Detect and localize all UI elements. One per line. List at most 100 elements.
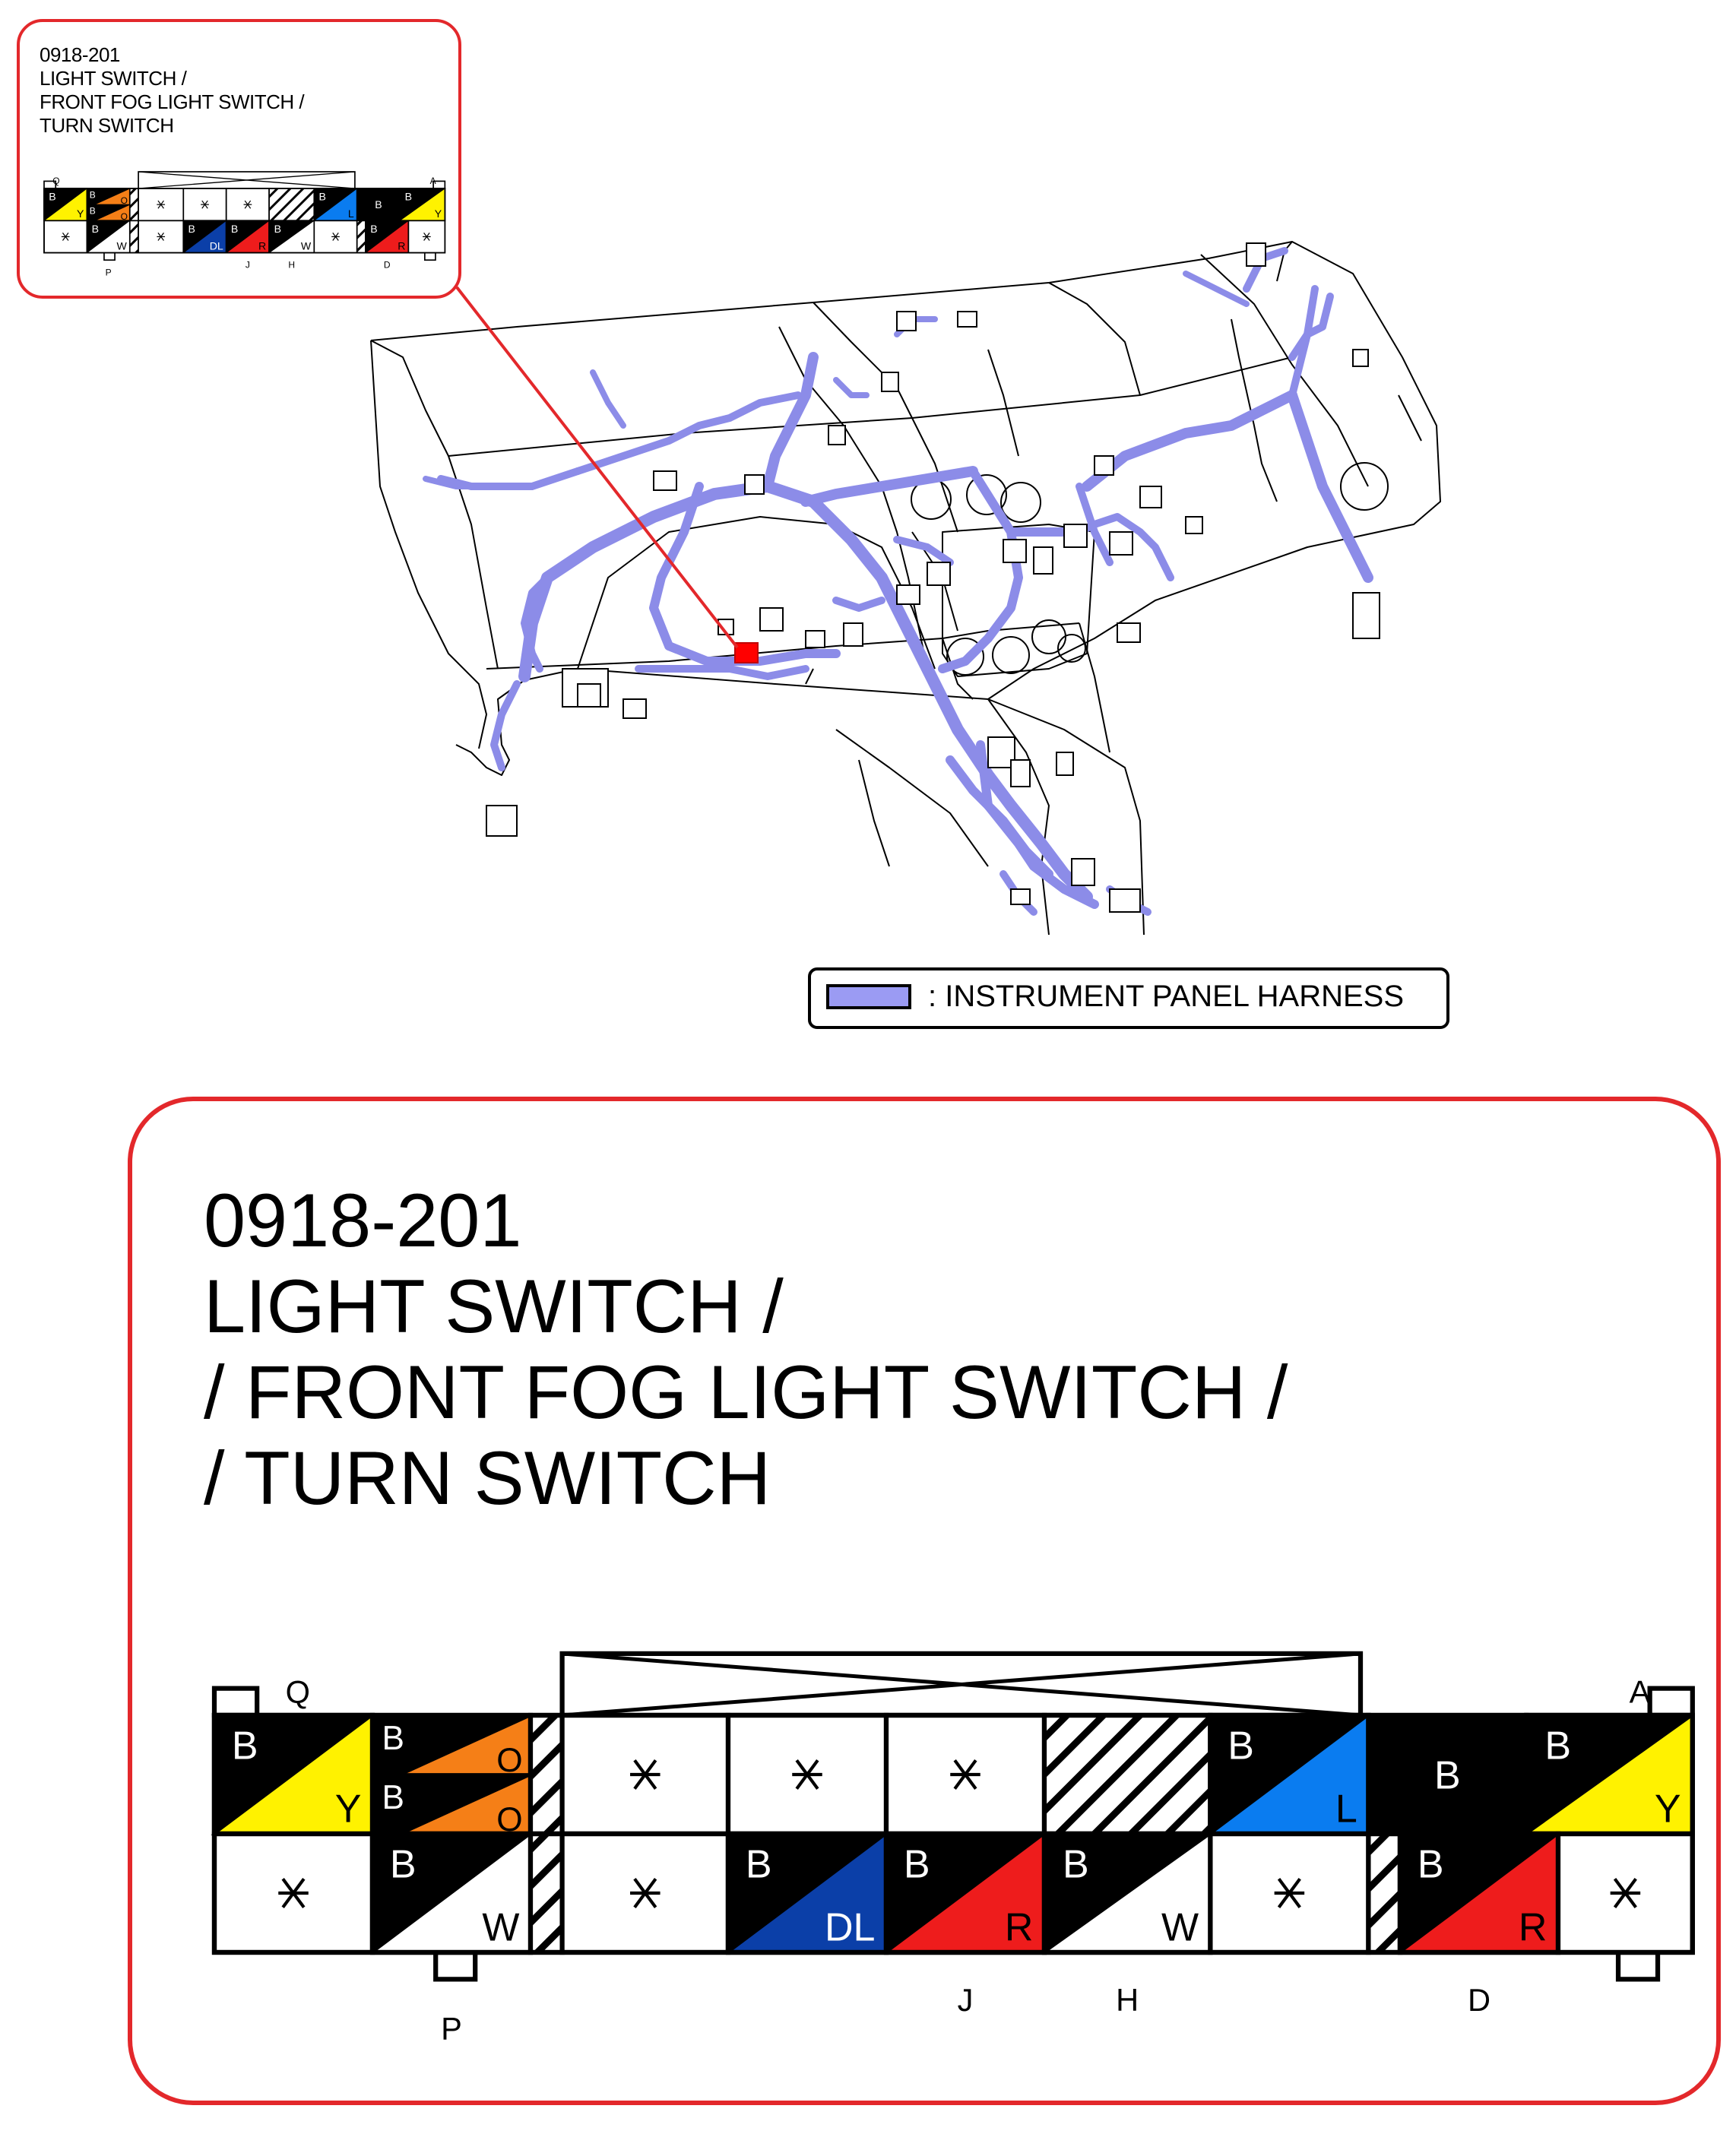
pin-cell-bottom-1	[43, 220, 88, 254]
pin-cell-bottom-6: BR	[225, 220, 270, 254]
pin-cell-bottom-10: BR	[1396, 1831, 1561, 1955]
wire-color-label-lower: O	[496, 1742, 522, 1779]
pin-cell-top-9: B	[356, 188, 401, 222]
latch-tab	[433, 1949, 478, 1982]
empty-pin-mark	[630, 1877, 661, 1909]
hatched-cavity	[128, 188, 139, 222]
wire-color-label-lower: R	[398, 239, 405, 252]
harness-legend: : INSTRUMENT PANEL HARNESS	[808, 967, 1449, 1029]
pin-cell-top-6	[883, 1712, 1047, 1837]
pin-cell-top-3	[527, 1712, 565, 1837]
position-label-p: P	[441, 2010, 462, 2046]
wire-color-label-lower: R	[1005, 1905, 1034, 1949]
wire-color-label: B	[1434, 1754, 1461, 1798]
pin-cell-bottom-2: BW	[369, 1831, 534, 1955]
pin-cell-top-4	[138, 188, 185, 222]
latch-tab	[1647, 1686, 1695, 1718]
latch-tab	[211, 1686, 260, 1718]
hatched-cavity	[128, 220, 139, 254]
callout-leader-line	[455, 286, 739, 649]
hatched-cavity	[1366, 1831, 1403, 1955]
wire-color-label-upper: B	[232, 1724, 258, 1768]
pin-cell-bottom-3	[527, 1831, 565, 1955]
wire-color-label-upper: B	[90, 189, 96, 200]
position-label-q: Q	[286, 1673, 310, 1709]
instrument-panel-harness	[423, 247, 1373, 916]
position-label-h: H	[288, 260, 295, 271]
pin-cell-top-9: B	[1366, 1712, 1529, 1837]
empty-pin-mark	[1274, 1877, 1305, 1909]
wire-color-label-lower: Y	[435, 207, 442, 220]
pin-cell-top-5	[182, 188, 227, 222]
wire-color-label-upper: B	[319, 191, 326, 203]
pin-cell-top-1: BY	[211, 1712, 375, 1837]
position-label-a: A	[430, 176, 436, 186]
pin-cell-bottom-8	[313, 220, 358, 254]
pin-cell-top-3	[128, 188, 139, 222]
connector-name-line-3: / TURN SWITCH	[204, 1436, 771, 1520]
hatched-cavity	[527, 1831, 565, 1955]
position-label-d: D	[1468, 1982, 1490, 2018]
wire-color-label-upper: B	[274, 223, 281, 235]
latch-tab	[1615, 1949, 1661, 1982]
wire-color-label-upper: B	[370, 223, 377, 235]
latch-tab	[103, 252, 116, 261]
connector-name-line-1: LIGHT SWITCH /	[204, 1264, 784, 1348]
wire-color-label-lower: L	[348, 207, 354, 220]
wire-color-label-upper: B	[49, 191, 55, 203]
pin-cell-top-8: BL	[1206, 1712, 1371, 1837]
pin-cell-bottom-3	[128, 220, 139, 254]
position-label-j: J	[246, 260, 250, 271]
connector-code: 0918-201	[204, 1178, 522, 1262]
wire-color-label-lower: R	[258, 239, 266, 252]
empty-pin-mark	[157, 233, 166, 241]
empty-pin-mark	[243, 200, 252, 209]
wire-color-label-upper: B	[405, 191, 412, 203]
pin-cell-bottom-7: BW	[268, 220, 315, 254]
connector-name-line-2: / FRONT FOG LIGHT SWITCH /	[204, 1350, 1288, 1434]
position-label-j: J	[958, 1982, 974, 2018]
wire-color-label-lower: O	[121, 195, 128, 206]
pin-cell-top-10: BY	[398, 188, 446, 222]
wire-color-label-upper: B	[188, 223, 195, 235]
harness-legend-swatch	[826, 984, 911, 1009]
empty-pin-mark	[792, 1759, 822, 1790]
wire-color-label-upper: B	[231, 223, 238, 235]
empty-pin-mark	[61, 233, 70, 241]
empty-pin-mark	[278, 1877, 309, 1909]
pin-cell-top-1: BY	[43, 188, 88, 222]
empty-pin-mark	[950, 1759, 980, 1790]
wire-color-label: B	[375, 198, 382, 211]
pin-cell-bottom-6: BR	[882, 1831, 1047, 1955]
wire-color-label-lower: W	[1161, 1905, 1199, 1949]
position-label-p: P	[106, 268, 112, 278]
pin-cell-top-8: BL	[313, 188, 358, 222]
wire-color-label-lower: W	[117, 239, 128, 252]
hatched-cavity	[356, 220, 366, 254]
wire-color-label-upper: B	[92, 223, 99, 235]
connector-name-small-line-2: FRONT FOG LIGHT SWITCH /	[40, 90, 305, 113]
wire-color-label-upper: B	[746, 1843, 772, 1887]
hatched-cavity	[1041, 1712, 1213, 1837]
wire-color-label-upper: B	[1544, 1724, 1571, 1768]
wire-color-label-upper: B	[382, 1779, 404, 1816]
empty-pin-mark	[423, 233, 431, 241]
position-label-d: D	[384, 260, 391, 271]
position-label-q: Q	[52, 176, 59, 186]
pin-cell-bottom-4	[138, 220, 185, 254]
wire-color-label-upper: B	[1228, 1724, 1254, 1768]
pin-cell-bottom-11	[407, 220, 446, 254]
pin-cell-bottom-2: BW	[86, 220, 131, 254]
position-label-h: H	[1116, 1982, 1139, 2018]
harness-legend-label: : INSTRUMENT PANEL HARNESS	[928, 980, 1405, 1013]
pin-cell-bottom-5: BDL	[724, 1831, 889, 1955]
wire-color-label-upper: B	[382, 1720, 404, 1757]
latch-tab	[423, 252, 436, 261]
pin-cell-bottom-11	[1555, 1831, 1695, 1955]
wire-color-label-upper: B	[904, 1843, 930, 1887]
empty-pin-mark	[201, 200, 209, 209]
